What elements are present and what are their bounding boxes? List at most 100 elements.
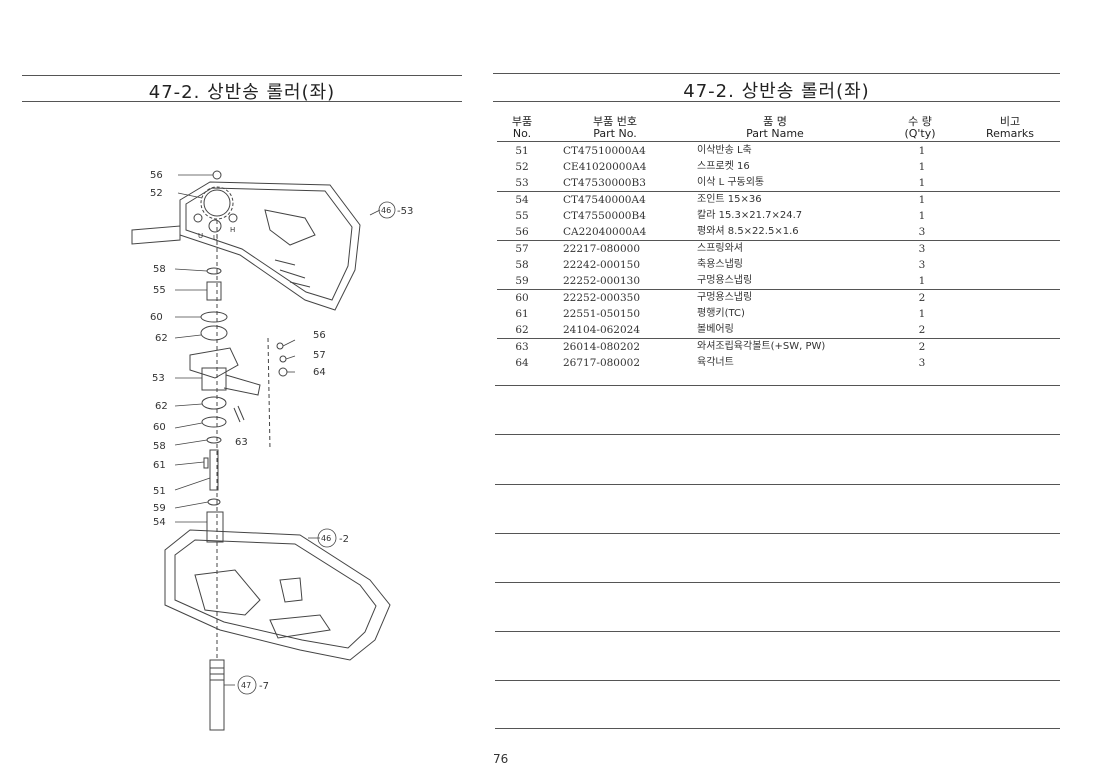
row-part-number: CT47530000B3 [563,177,646,189]
ref-circle-46-top [378,201,396,219]
callout-47: 47 [241,681,251,690]
upper-frame-cutout [264,209,316,246]
row-no: 52 [515,161,529,173]
table-row: 53 CT47530000B3 이삭 L 구동외통 1 [497,175,1062,191]
callout-60-lower: 60 [153,422,166,433]
row-no: 54 [515,194,529,206]
table-row: 54 CT47540000A4 조인트 15×36 1 [497,192,1062,208]
group-rule [497,191,1060,192]
row-quantity: 3 [918,226,926,238]
callout-62-upper: 62 [155,333,168,344]
table-header-rule [497,141,1060,142]
nut-64 [278,367,288,377]
row-no: 53 [515,177,529,189]
row-part-number: 22252-000130 [563,275,641,287]
row-part-number: 26717-080002 [563,357,641,369]
upper-frame-inner [185,187,353,301]
bolt-63 [233,405,245,423]
row-part-name: 칼라 15.3×21.7×24.7 [697,210,803,221]
row-quantity: 2 [918,292,926,304]
row-part-number: 22252-000350 [563,292,641,304]
table-row: 63 26014-080202 와셔조립육각볼트(+SW, PW) 2 [497,339,1062,355]
row-quantity: 1 [918,308,926,320]
callout-51: 51 [153,486,166,497]
callout-47-7: -7 [259,681,269,692]
lower-frame-rib [269,614,331,639]
table-row: 51 CT47510000A4 이삭반송 L축 1 [497,143,1062,159]
row-quantity: 3 [918,243,926,255]
callout-55: 55 [153,285,166,296]
upper-frame-slots [274,259,311,288]
group-rule [497,240,1060,241]
header-qty-ko: 수 량 [908,115,932,128]
row-part-name: 조인트 15×36 [697,194,762,205]
callout-46-bottom: 46 [321,534,331,543]
table-row: 58 22242-000150 축용스냅링 3 [497,257,1062,273]
row-part-number: 22242-000150 [563,259,641,271]
row-part-number: CT47550000B4 [563,210,646,222]
small-part-u2 [208,219,222,233]
empty-rule [495,728,1060,729]
table-row: 62 24104-062024 볼베어링 2 [497,322,1062,338]
row-part-number: CE41020000A4 [563,161,647,173]
row-quantity: 1 [918,161,926,173]
callout-62-lower: 62 [155,401,168,412]
row-no: 63 [515,341,529,353]
row-part-name: 구멍용스냅링 [697,292,753,303]
row-quantity: 1 [918,177,926,189]
row-part-name: 평와셔 8.5×22.5×1.6 [697,226,799,237]
empty-rule [495,533,1060,534]
shaft-51 [209,449,219,491]
row-no: 59 [515,275,529,287]
table-row: 52 CE41020000A4 스프로켓 16 1 [497,159,1062,175]
ref-circle-47 [237,675,257,695]
callout-58-upper: 58 [153,264,166,275]
row-part-number: CT47510000A4 [563,145,646,157]
spring-washer-57 [279,355,287,363]
outer-tube-53 [189,347,239,379]
callout-54: 54 [153,517,166,528]
row-part-name: 평행키(TC) [697,308,745,319]
row-part-number: 22217-080000 [563,243,641,255]
row-part-name: 와셔조립육각볼트(+SW, PW) [697,341,826,352]
header-no-en: No. [512,127,532,140]
sprocket-52 [203,189,231,217]
washer-56-top [212,170,222,180]
empty-rule [495,582,1060,583]
row-part-name: 축용스냅링 [697,259,743,270]
upper-frame-arm [131,225,181,245]
left-bottom-rule [22,101,462,102]
lower-shaft [209,659,225,731]
callout-59: 59 [153,503,166,514]
table-row: 59 22252-000130 구멍용스냅링 1 [497,273,1062,289]
row-quantity: 2 [918,324,926,336]
callout-57: 57 [313,350,326,361]
callout-46-2: -2 [339,534,349,545]
row-part-name: 스프로켓 16 [697,161,750,172]
row-quantity: 1 [918,210,926,222]
header-qty-en: (Q'ty) [904,127,936,140]
lower-frame-inner [174,539,377,649]
header-part-en: Part No. [593,127,637,140]
left-section-title: 47-2. 상반송 롤러(좌) [148,82,336,103]
header-remarks-en: Remarks [986,127,1034,140]
header-no-ko: 부품 [511,115,533,128]
ref-circle-46-bottom [317,528,337,548]
right-bottom-rule [493,101,1060,102]
key-61 [203,457,209,469]
sprocket-teeth [200,186,234,220]
header-name-ko: 품 명 [763,115,787,128]
row-part-number: CA22040000A4 [563,226,647,238]
callout-52: 52 [150,188,163,199]
row-no: 61 [515,308,529,320]
row-quantity: 2 [918,341,926,353]
left-top-rule [22,75,462,76]
table-row: 55 CT47550000B4 칼라 15.3×21.7×24.7 1 [497,208,1062,224]
table-row: 60 22252-000350 구멍용스냅링 2 [497,290,1062,306]
row-quantity: 1 [918,145,926,157]
lower-frame-bracket [279,577,303,603]
row-no: 60 [515,292,529,304]
row-no: 55 [515,210,529,222]
header-quantity: 수 량 (Q'ty) [895,116,945,140]
label-h: H [230,226,235,234]
